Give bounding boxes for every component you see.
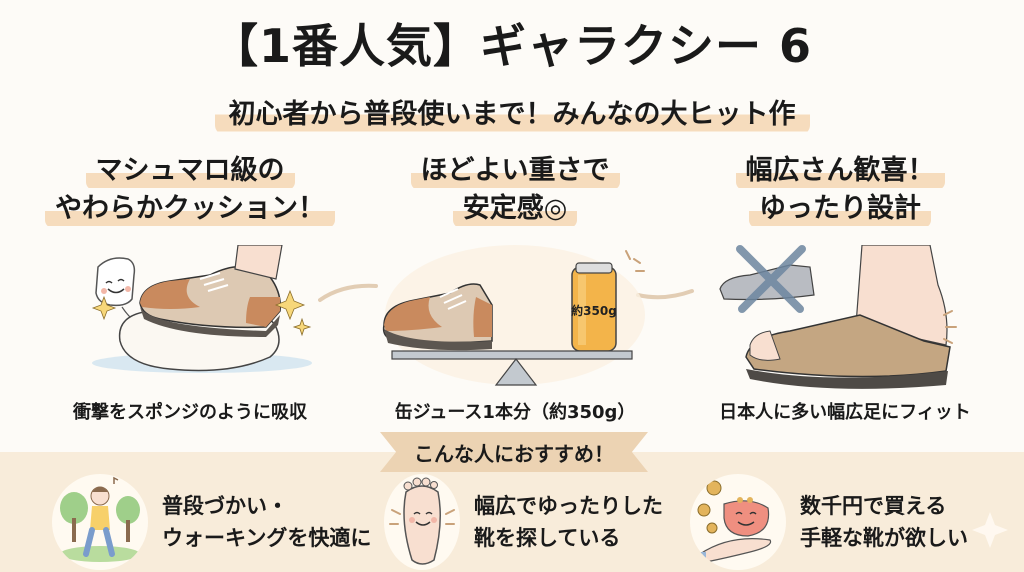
feature-cushion: マシュマロ級の やわらかクッション！ xyxy=(40,152,340,228)
feature-caption: 日本人に多い幅広足にフィット xyxy=(719,402,971,423)
connector-curve xyxy=(318,283,378,302)
feature-heading: マシュマロ級の やわらかクッション！ xyxy=(40,152,340,228)
recommend-line1: 普段づかい・ xyxy=(162,494,288,518)
coin-purse-hand-icon xyxy=(690,474,786,570)
recommend-line1: 数千円で買える xyxy=(800,494,947,518)
can-label: 約350g xyxy=(571,303,617,318)
recommend-item: 幅広でゆったりした 靴を探している xyxy=(384,474,663,570)
walking-woman-icon xyxy=(52,474,148,570)
recommend-ribbon: こんな人におすすめ！ xyxy=(380,432,648,472)
feature-heading-line1: 幅広さん歓喜！ xyxy=(735,152,945,190)
connector-curve xyxy=(636,289,694,300)
feature-heading: 幅広さん歓喜！ ゆったり設計 xyxy=(690,152,990,228)
page-subtitle: 初心者から普段使いまで！みんなの大ヒット作 xyxy=(214,90,810,135)
feature-heading-line2: ゆったり設計 xyxy=(749,190,931,228)
recommend-line1: 幅広でゆったりした xyxy=(474,494,663,518)
feature-caption: 缶ジュース1本分（約350g） xyxy=(394,402,636,423)
sparkle-icon xyxy=(972,512,1008,548)
feature-wide-fit: 幅広さん歓喜！ ゆったり設計 xyxy=(690,152,990,228)
recommend-item: 普段づかい・ ウォーキングを快適に xyxy=(52,474,371,570)
feature-heading-line2: やわらかクッション！ xyxy=(45,190,335,228)
ribbon-label: こんな人におすすめ！ xyxy=(414,441,614,466)
smiling-foot-icon xyxy=(384,474,460,570)
feature-heading: ほどよい重さで 安定感◎ xyxy=(370,152,660,228)
recommend-line2: 手軽な靴が欲しい xyxy=(800,526,968,550)
feature-heading-line2: 安定感◎ xyxy=(452,190,578,228)
feature-weight: ほどよい重さで 安定感◎ xyxy=(370,152,660,228)
balance-scale-illustration: 約350g xyxy=(382,245,645,386)
recommend-line2: ウォーキングを快適に xyxy=(162,526,372,550)
recommend-text: 数千円で買える 手軽な靴が欲しい xyxy=(800,490,968,554)
subtitle-wrap: 初心者から普段使いまで！みんなの大ヒット作 xyxy=(0,90,1024,135)
recommend-text: 普段づかい・ ウォーキングを快適に xyxy=(162,490,371,554)
wide-foot-sandal-illustration xyxy=(719,245,957,389)
feature-heading-line1: ほどよい重さで xyxy=(410,152,620,190)
feature-caption: 衝撃をスポンジのように吸収 xyxy=(73,402,307,423)
recommend-section xyxy=(0,452,1024,572)
page-title: 【1番人気】ギャラクシー 6 xyxy=(211,19,813,73)
recommend-item: 数千円で買える 手軽な靴が欲しい xyxy=(690,474,968,570)
recommend-text: 幅広でゆったりした 靴を探している xyxy=(474,490,663,554)
shoe-on-cushion-illustration xyxy=(91,245,312,373)
feature-heading-line1: マシュマロ級の xyxy=(85,152,295,190)
recommend-line2: 靴を探している xyxy=(474,526,621,550)
